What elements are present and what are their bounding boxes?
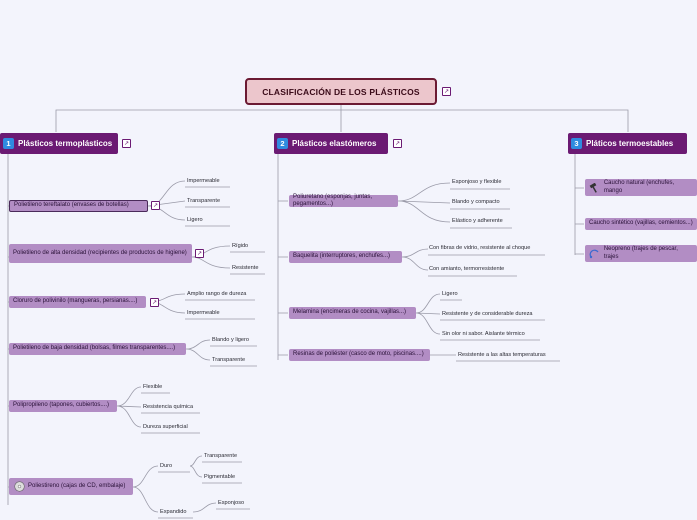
leaf-item: Sin olor ni sabor. Aislante térmico <box>442 331 525 337</box>
leaf-item: Ligero <box>187 217 203 223</box>
external-link-icon[interactable]: ↗ <box>151 201 160 210</box>
branch-number: 1 <box>3 138 14 149</box>
branch-label: Plásticos termoplásticos <box>18 139 113 148</box>
sub-label: Poliuretano (esponjas, juntas, pegamento… <box>293 193 373 208</box>
leaf-item: Resistente a las altas temperaturas <box>458 352 546 358</box>
leaf-item: Transparente <box>212 357 246 363</box>
sub-label: Polietileno de baja densidad (bolsas, fi… <box>13 345 176 352</box>
sub-label: Polipropileno (tapones, cubiertos....) <box>13 402 110 409</box>
leaf-item: Resistencia química <box>143 404 194 410</box>
leaf-item: Con amianto, termorresistente <box>429 266 505 272</box>
sub-node-neopreno[interactable]: Neopreno (trajes de pescar, trajes <box>585 245 697 262</box>
branch-termoplasticos[interactable]: 1 Plásticos termoplásticos <box>0 133 118 154</box>
root-title: CLASIFICACIÓN DE LOS PLÁSTICOS <box>262 86 420 97</box>
sub-label: Neopreno (trajes de pescar, trajes <box>603 246 678 260</box>
sub-node-pvc[interactable]: Cloruro de polivinilo (mangueras, persia… <box>9 296 146 308</box>
external-link-icon[interactable]: ↗ <box>122 139 131 148</box>
external-link-icon[interactable]: ↗ <box>195 249 204 258</box>
leaf-item: Con fibras de vidrio, resistente al choq… <box>429 245 531 251</box>
sub-label: Polietileno tereftalato (envases de bote… <box>14 202 129 209</box>
sub-node-pp[interactable]: Polipropileno (tapones, cubiertos....) <box>9 400 117 412</box>
sub-label: Melamina (encimeras de cocina, vajillas.… <box>293 309 407 316</box>
leaf-item: Esponjoso y flexible <box>452 179 502 185</box>
leaf-item: Elástico y adherente <box>452 218 503 224</box>
sub-node-pet[interactable]: Polietileno tereftalato (envases de bote… <box>9 200 148 212</box>
sub-node-melamina[interactable]: Melamina (encimeras de cocina, vajillas.… <box>289 307 416 319</box>
leaf-item: Flexible <box>143 384 163 390</box>
branch-label: Pláticos termoestables <box>586 139 674 148</box>
external-link-icon[interactable]: ↗ <box>150 298 159 307</box>
leaf-item: Pigmentable <box>204 474 236 480</box>
branch-label: Plásticos elastómeros <box>292 139 377 148</box>
branch-termoestables[interactable]: 3 Pláticos termoestables <box>568 133 687 154</box>
sub-node-hdpe[interactable]: Polietileno de alta densidad (recipiente… <box>9 244 192 263</box>
external-link-icon[interactable]: ↗ <box>442 87 451 96</box>
sub-label: Caucho natural (enchufes, mango <box>603 180 675 194</box>
leaf-item: Amplio rango de dureza <box>187 291 247 297</box>
disc-icon <box>13 481 25 492</box>
leaf-item: Blando y ligero <box>212 337 250 343</box>
sub-node-ps[interactable]: Poliestireno (cajas de CD, embalaje) <box>9 478 133 495</box>
leaf-item: Duro <box>160 463 173 469</box>
branch-elastomeros[interactable]: 2 Plásticos elastómeros <box>274 133 388 154</box>
sub-label: Caucho sintético (vajillas, cemientos...… <box>589 220 693 227</box>
root-node[interactable]: CLASIFICACIÓN DE LOS PLÁSTICOS <box>245 78 437 105</box>
leaf-item: Dureza superficial <box>143 424 188 430</box>
leaf-item: Transparente <box>187 198 221 204</box>
leaf-item: Ligero <box>442 291 458 297</box>
sub-node-caucho-sintetico[interactable]: Caucho sintético (vajillas, cemientos...… <box>585 218 697 230</box>
sub-label: Poliestireno (cajas de CD, embalaje) <box>28 482 126 489</box>
sub-label: Resinas de poliéster (casco de moto, pis… <box>293 351 424 358</box>
branch-number: 2 <box>277 138 288 149</box>
leaf-item: Blando y compacto <box>452 199 500 205</box>
sub-node-poliuretano[interactable]: Poliuretano (esponjas, juntas, pegamento… <box>289 193 398 208</box>
leaf-item: Resistente <box>232 265 259 271</box>
hammer-icon <box>589 182 601 193</box>
sub-label: Cloruro de polivinilo (mangueras, persia… <box>13 298 138 305</box>
headband-icon <box>589 249 601 259</box>
sub-node-resinas[interactable]: Resinas de poliéster (casco de moto, pis… <box>289 349 430 361</box>
leaf-item: Expandido <box>160 509 187 515</box>
sub-node-ldpe[interactable]: Polietileno de baja densidad (bolsas, fi… <box>9 343 186 355</box>
leaf-item: Impermeable <box>187 310 220 316</box>
sub-node-caucho-natural[interactable]: Caucho natural (enchufes, mango <box>585 179 697 196</box>
sub-node-baquelita[interactable]: Baquelita (interruptores, enchufes...) <box>289 251 402 263</box>
sub-label: Polietileno de alta densidad (recipiente… <box>13 249 187 256</box>
leaf-item: Resistente y de considerable dureza <box>442 311 533 317</box>
branch-number: 3 <box>571 138 582 149</box>
external-link-icon[interactable]: ↗ <box>393 139 402 148</box>
leaf-item: Rígido <box>232 243 249 249</box>
sub-label: Baquelita (interruptores, enchufes...) <box>293 253 391 260</box>
leaf-item: Impermeable <box>187 178 220 184</box>
leaf-item: Transparente <box>204 453 238 459</box>
leaf-item: Esponjoso <box>218 500 245 506</box>
